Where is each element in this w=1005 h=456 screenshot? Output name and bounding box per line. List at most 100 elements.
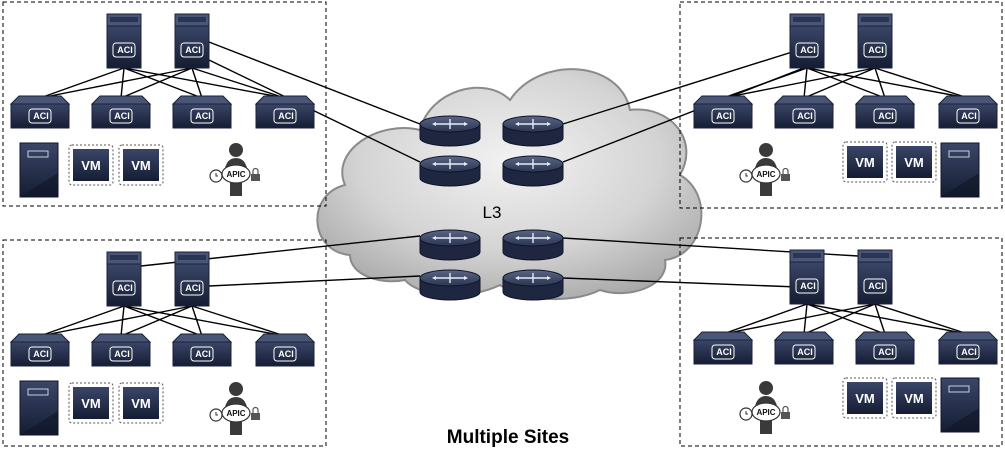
aci-label: ACI <box>800 281 816 291</box>
apic-controller-top-left: APIC <box>209 143 260 196</box>
fabric-link <box>803 67 808 99</box>
fabric-link <box>191 67 203 99</box>
aci-label: ACI <box>716 347 732 357</box>
fabric-link <box>803 67 876 99</box>
aci-label: ACI <box>797 347 813 357</box>
leaf-switch-bottom-right-2: ACI <box>773 331 835 365</box>
vm-bottom-right-1: VM <box>842 377 888 419</box>
leaf-switch-bottom-right-4: ACI <box>937 331 999 365</box>
fabric-link <box>874 303 969 335</box>
cloud-icon <box>316 68 703 300</box>
vm-label: VM <box>81 396 101 411</box>
vm-label: VM <box>81 158 101 173</box>
leaf-switch-top-left-3: ACI <box>171 95 233 129</box>
leaf-switch-bottom-right-1: ACI <box>692 331 754 365</box>
fabric-link <box>39 67 125 99</box>
fabric-link <box>874 67 969 99</box>
fabric-link <box>120 305 193 337</box>
leaf-switch-top-right-4: ACI <box>937 95 999 129</box>
fabric-link <box>803 303 876 335</box>
fabric-link <box>806 67 969 99</box>
fabric-link <box>722 67 876 99</box>
intersite-link <box>562 41 825 125</box>
devices: ACI ACI ACI ACI ACI ACI VM VM APIC ACI ACI ACI ACI AC… <box>9 13 999 436</box>
router-8 <box>502 269 564 301</box>
router-3 <box>419 155 481 187</box>
site-frame-top-right <box>679 1 1003 209</box>
fabric-link <box>191 67 286 99</box>
aci-label: ACI <box>961 111 977 121</box>
apic-label: APIC <box>756 170 775 179</box>
vm-top-left-2: VM <box>118 144 164 186</box>
spine-switch-top-right-1: ACI <box>789 13 825 69</box>
leaf-switch-bottom-left-2: ACI <box>90 333 152 367</box>
fabric-link <box>123 67 286 99</box>
vm-label: VM <box>904 391 924 406</box>
router-4 <box>502 155 564 187</box>
server-top-right <box>940 142 980 198</box>
fabric-link <box>803 303 808 335</box>
spine-switch-bottom-right-2: ACI <box>857 249 893 305</box>
leaf-switch-top-left-1: ACI <box>9 95 71 129</box>
aci-label: ACI <box>278 111 294 121</box>
fabric-link <box>874 67 886 99</box>
aci-label: ACI <box>195 111 211 121</box>
fabric-link <box>39 67 193 99</box>
fabric-link <box>874 303 886 335</box>
fabric-link <box>39 305 193 337</box>
fabric-link <box>120 67 193 99</box>
site-frame-bottom-left <box>2 239 327 447</box>
router-1 <box>419 115 481 147</box>
vm-label: VM <box>131 396 151 411</box>
diagram-caption: Multiple Sites <box>447 427 569 448</box>
intersite-link <box>208 41 421 125</box>
spine-switch-bottom-left-1: ACI <box>106 251 142 307</box>
fabric-link <box>123 67 203 99</box>
router-5 <box>419 229 481 261</box>
leaf-switch-top-left-2: ACI <box>90 95 152 129</box>
aci-label: ACI <box>114 111 130 121</box>
apic-label: APIC <box>226 409 245 418</box>
l3-cloud <box>316 68 703 300</box>
aci-label: ACI <box>716 111 732 121</box>
spine-switch-bottom-right-1: ACI <box>789 249 825 305</box>
aci-label: ACI <box>800 45 816 55</box>
router-7 <box>419 269 481 301</box>
leaf-switch-top-right-1: ACI <box>692 95 754 129</box>
leaf-switch-top-right-3: ACI <box>854 95 916 129</box>
aci-label: ACI <box>278 349 294 359</box>
aci-label: ACI <box>868 281 884 291</box>
fabric-link <box>806 303 886 335</box>
apic-label: APIC <box>756 408 775 417</box>
aci-label: ACI <box>868 45 884 55</box>
site-frame-bottom-right <box>679 237 1003 447</box>
vm-label: VM <box>855 391 875 406</box>
aci-label: ACI <box>33 349 49 359</box>
vm-label: VM <box>855 155 875 170</box>
leaf-switch-top-right-2: ACI <box>773 95 835 129</box>
cloud-label: L3 <box>483 203 502 222</box>
aci-label: ACI <box>195 349 211 359</box>
intersite-link <box>562 277 825 289</box>
spine-switch-top-left-2: ACI <box>174 13 210 69</box>
fabric-link <box>191 305 286 337</box>
spine-switch-bottom-left-2: ACI <box>174 251 210 307</box>
vm-bottom-right-2: VM <box>891 377 937 419</box>
site-frame-top-left <box>2 1 327 207</box>
vm-bottom-left-2: VM <box>118 382 164 424</box>
vm-top-right-2: VM <box>891 141 937 183</box>
fabric-link <box>191 305 203 337</box>
aci-label: ACI <box>117 45 133 55</box>
aci-label: ACI <box>185 45 201 55</box>
router-6 <box>502 229 564 261</box>
aci-label: ACI <box>961 347 977 357</box>
spine-switch-top-left-1: ACI <box>106 13 142 69</box>
fabric-link <box>806 67 886 99</box>
aci-label: ACI <box>878 347 894 357</box>
leaf-switch-bottom-right-3: ACI <box>854 331 916 365</box>
fabric-link <box>722 303 808 335</box>
vm-top-right-1: VM <box>842 141 888 183</box>
aci-label: ACI <box>185 283 201 293</box>
vm-top-left-1: VM <box>68 144 114 186</box>
